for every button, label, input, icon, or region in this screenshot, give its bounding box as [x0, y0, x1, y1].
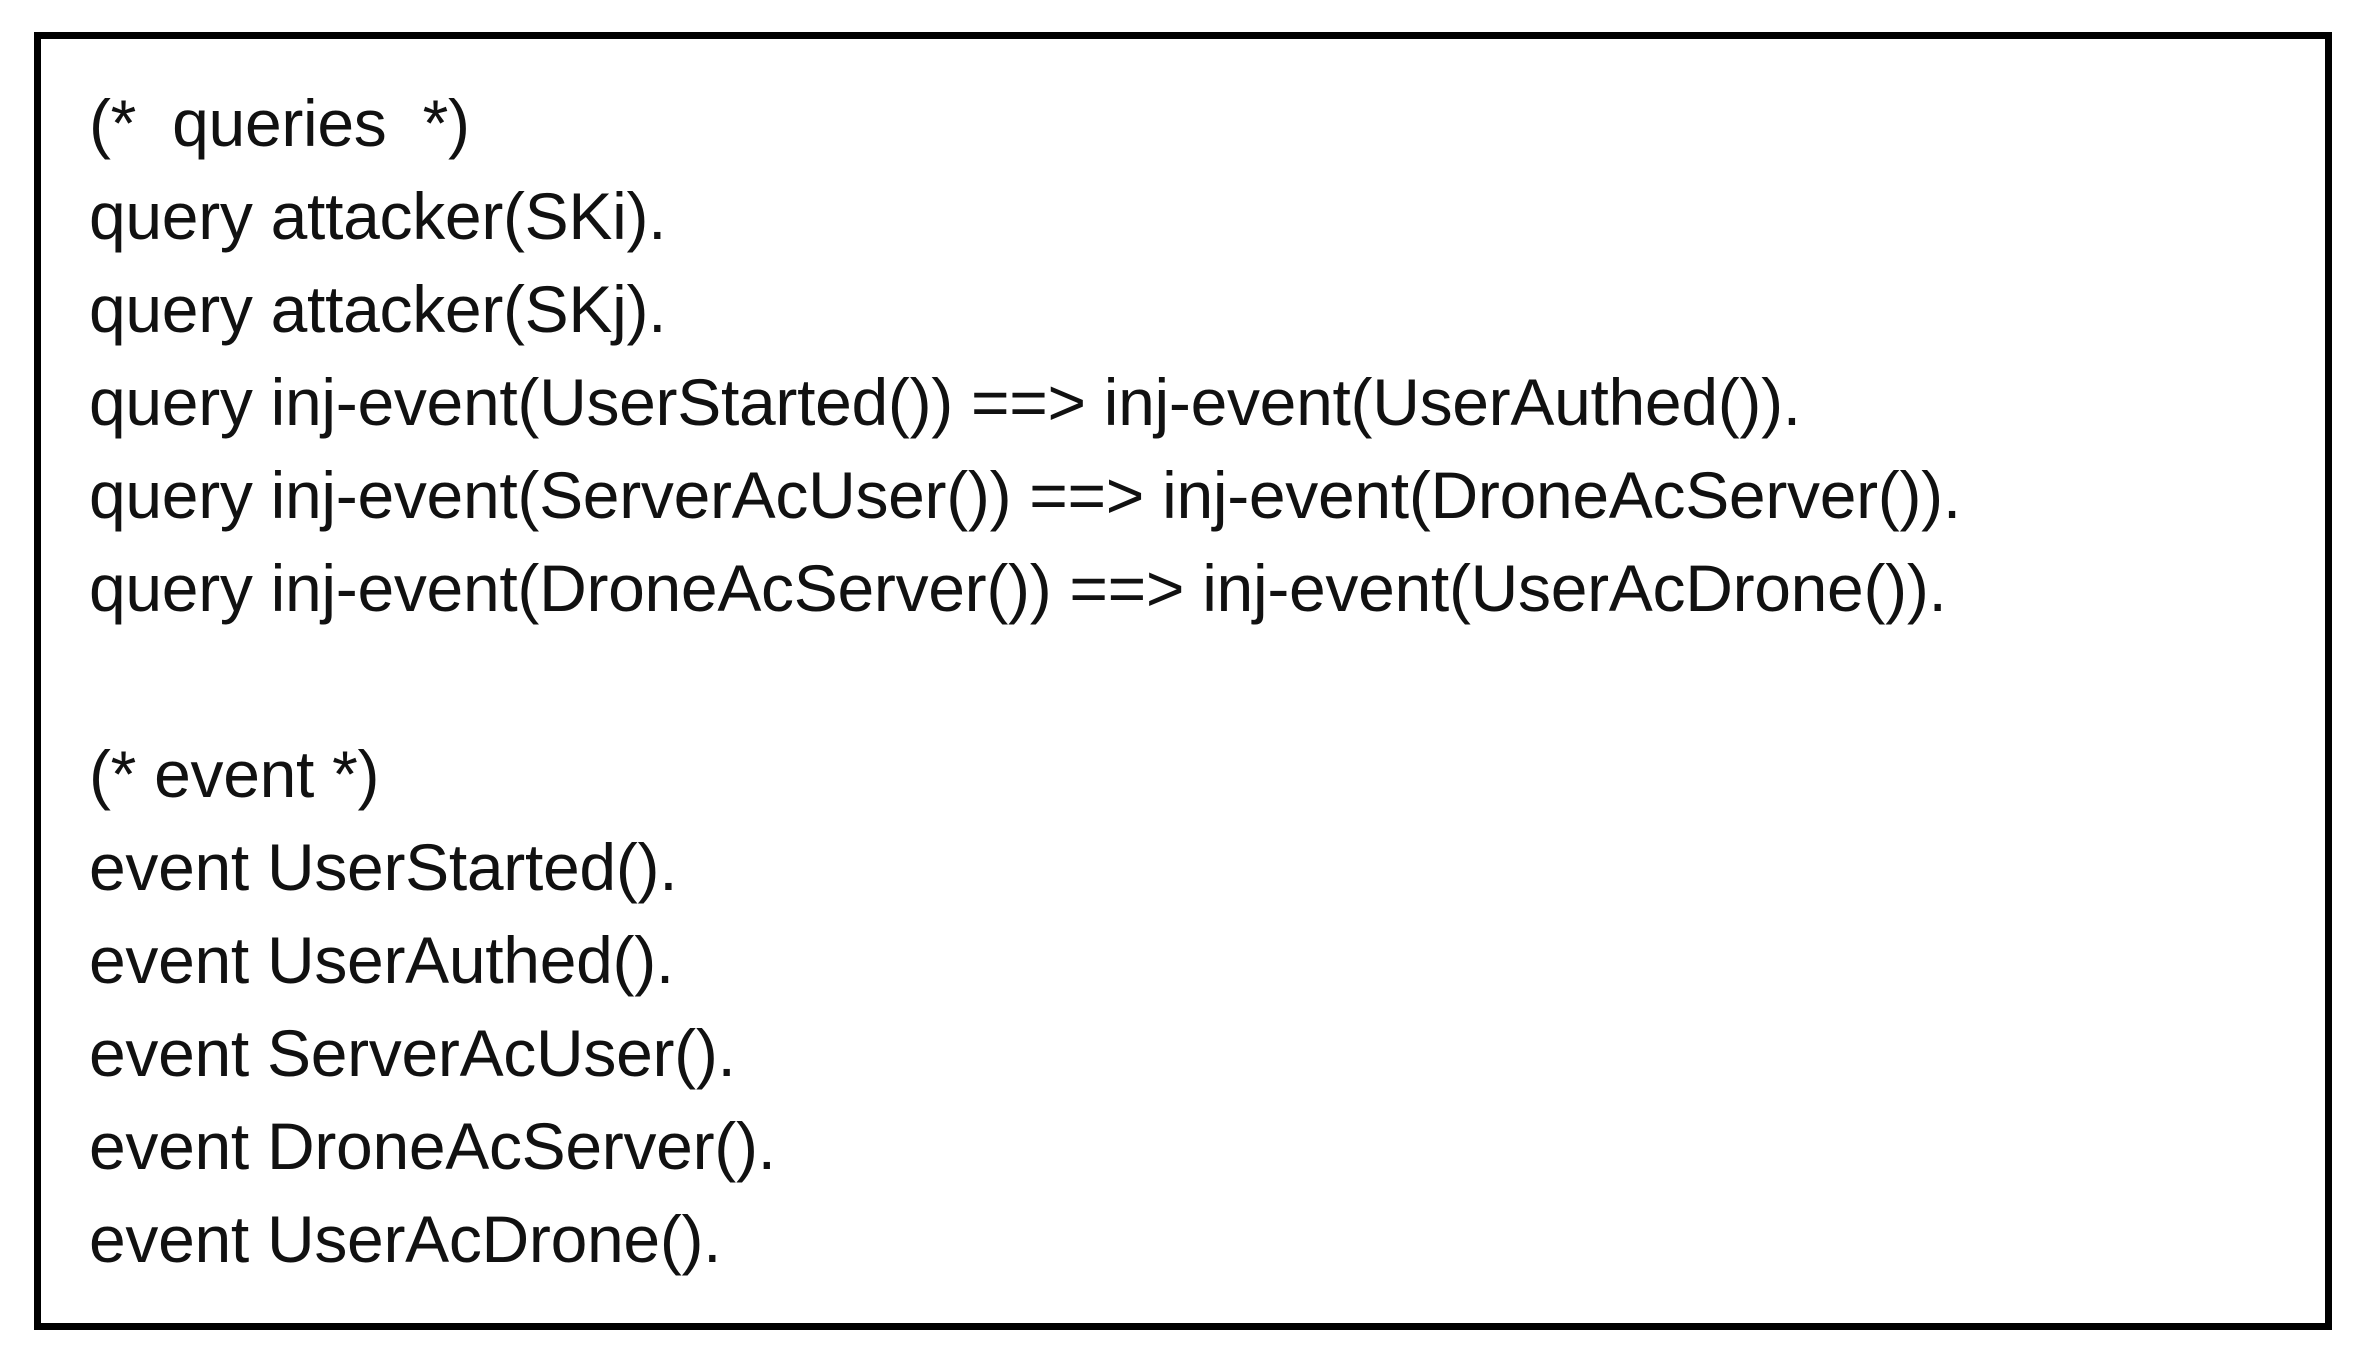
comment-event: (* event *) — [89, 737, 380, 811]
code-listing: (* queries *) query attacker(SKi). query… — [89, 77, 1961, 1286]
event-user-started: event UserStarted(). — [89, 830, 678, 904]
query-drone-ac-server: query inj-event(DroneAcServer()) ==> inj… — [89, 551, 1947, 625]
query-attacker-skj: query attacker(SKj). — [89, 272, 667, 346]
query-server-ac-user: query inj-event(ServerAcUser()) ==> inj-… — [89, 458, 1961, 532]
blank-line — [89, 635, 1961, 728]
query-attacker-ski: query attacker(SKi). — [89, 179, 667, 253]
event-server-ac-user: event ServerAcUser(). — [89, 1016, 736, 1090]
comment-queries: (* queries *) — [89, 86, 470, 160]
query-user-started: query inj-event(UserStarted()) ==> inj-e… — [89, 365, 1801, 439]
code-box: (* queries *) query attacker(SKi). query… — [34, 32, 2332, 1330]
event-user-authed: event UserAuthed(). — [89, 923, 674, 997]
event-drone-ac-server: event DroneAcServer(). — [89, 1109, 776, 1183]
event-user-ac-drone: event UserAcDrone(). — [89, 1202, 722, 1276]
